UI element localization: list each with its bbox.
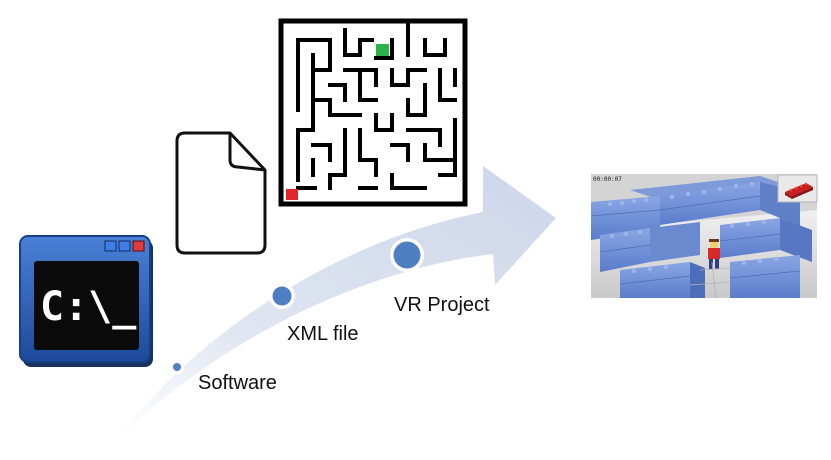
vr-timer: 00:00:07	[593, 176, 622, 183]
stage-label-xml: XML file	[287, 323, 359, 345]
stage-label-software: Software	[198, 372, 277, 394]
stage-dot-xml	[272, 286, 292, 306]
command-prompt-icon: C:\_	[19, 235, 153, 367]
stage-dot-vr	[393, 241, 421, 269]
prompt-text: C:\_	[40, 284, 137, 330]
maze-icon	[278, 18, 468, 207]
stage-label-vr: VR Project	[394, 294, 490, 316]
stage-dot-software-inner	[173, 363, 181, 371]
maze-end-marker	[286, 189, 298, 200]
curved-arrow	[116, 166, 556, 440]
maze-start-marker	[376, 44, 389, 56]
document-icon	[175, 131, 267, 255]
lego-maze-vr-screenshot: 00:00:07	[591, 174, 818, 298]
minifigure	[708, 239, 720, 269]
red-brick-icon	[785, 182, 813, 199]
